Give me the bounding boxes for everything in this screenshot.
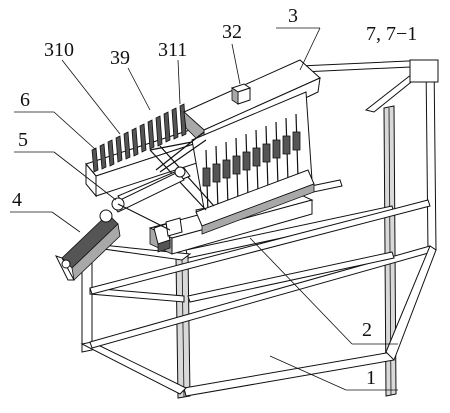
label-4: 4 — [12, 189, 22, 211]
rack-fins — [91, 103, 187, 173]
label-32: 32 — [222, 21, 242, 43]
label-311: 311 — [158, 39, 187, 61]
control-box — [409, 59, 439, 83]
label-310: 310 — [44, 39, 74, 61]
label-2: 2 — [362, 319, 372, 341]
label-6: 6 — [20, 89, 30, 111]
leader-lines — [10, 27, 398, 391]
label-1: 1 — [366, 367, 376, 389]
sensor-block — [230, 83, 252, 105]
label-3: 3 — [288, 5, 298, 27]
tray-rack — [85, 103, 207, 198]
label-39: 39 — [110, 47, 130, 69]
linkage-arm — [111, 166, 191, 231]
labels: 3 32 310 39 311 7, 7−1 6 5 4 2 1 — [12, 5, 417, 389]
label-7-7-1: 7, 7−1 — [366, 23, 417, 45]
actuator — [55, 209, 121, 281]
label-5: 5 — [18, 129, 28, 151]
picker-array — [149, 91, 315, 235]
